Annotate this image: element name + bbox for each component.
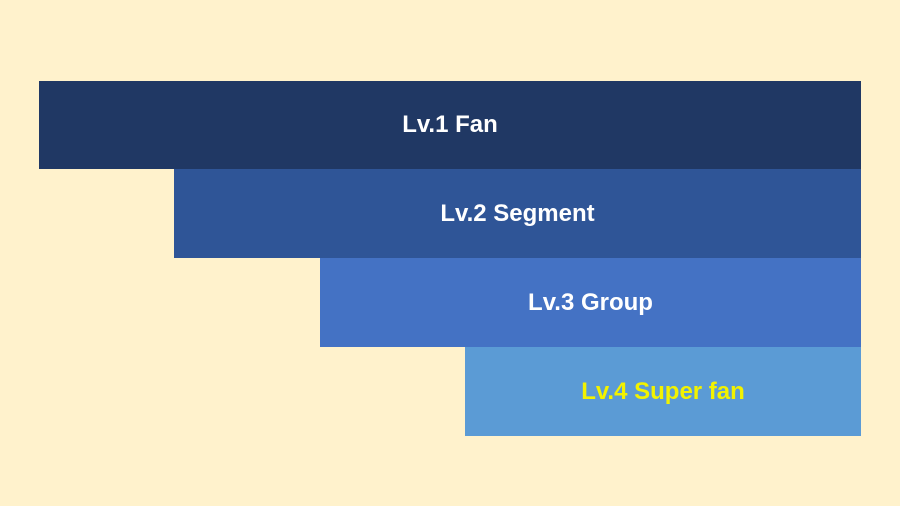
level-2-bar: Lv.2 Segment [174, 169, 861, 258]
level-3-label: Lv.3 Group [528, 288, 653, 316]
level-4-bar: Lv.4 Super fan [465, 347, 861, 436]
level-1-label: Lv.1 Fan [402, 111, 498, 138]
level-3-bar: Lv.3 Group [320, 258, 861, 347]
level-1-bar: Lv.1 Fan [39, 81, 861, 169]
level-2-label: Lv.2 Segment [440, 199, 595, 227]
level-4-label: Lv.4 Super fan [581, 377, 745, 405]
